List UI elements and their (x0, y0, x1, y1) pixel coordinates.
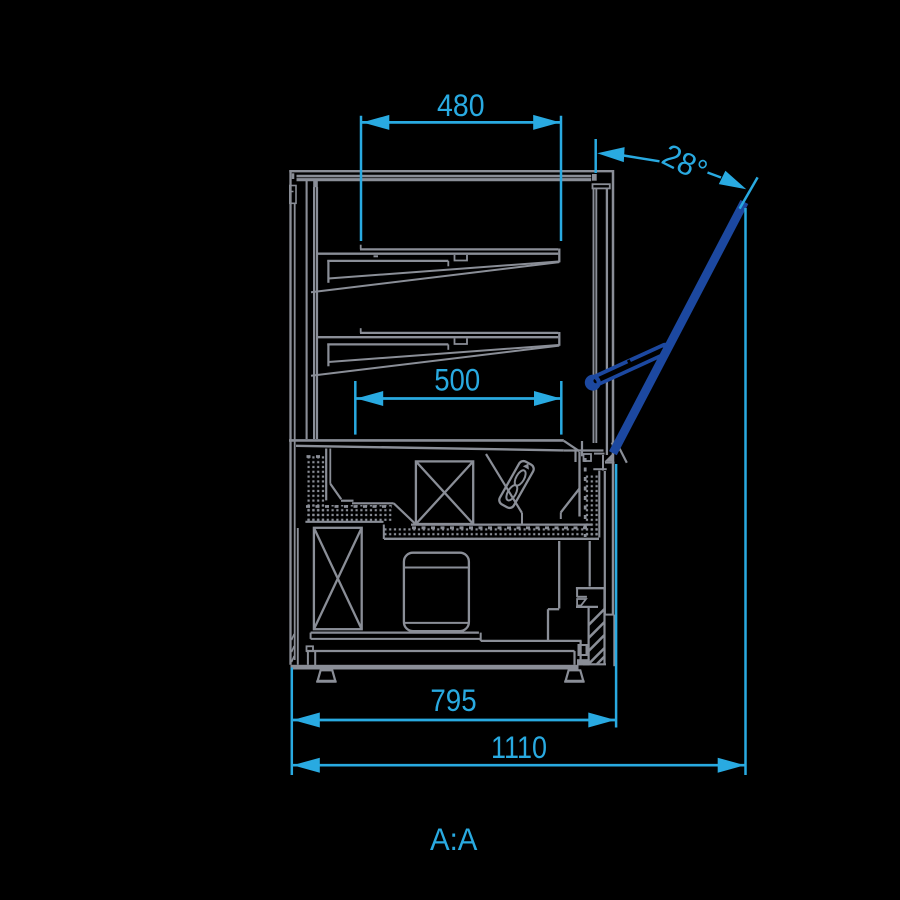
svg-text:500: 500 (434, 362, 480, 398)
svg-text:A:A: A:A (430, 821, 478, 857)
svg-text:795: 795 (430, 682, 476, 718)
svg-text:480: 480 (437, 87, 485, 123)
svg-text:1110: 1110 (491, 729, 547, 765)
